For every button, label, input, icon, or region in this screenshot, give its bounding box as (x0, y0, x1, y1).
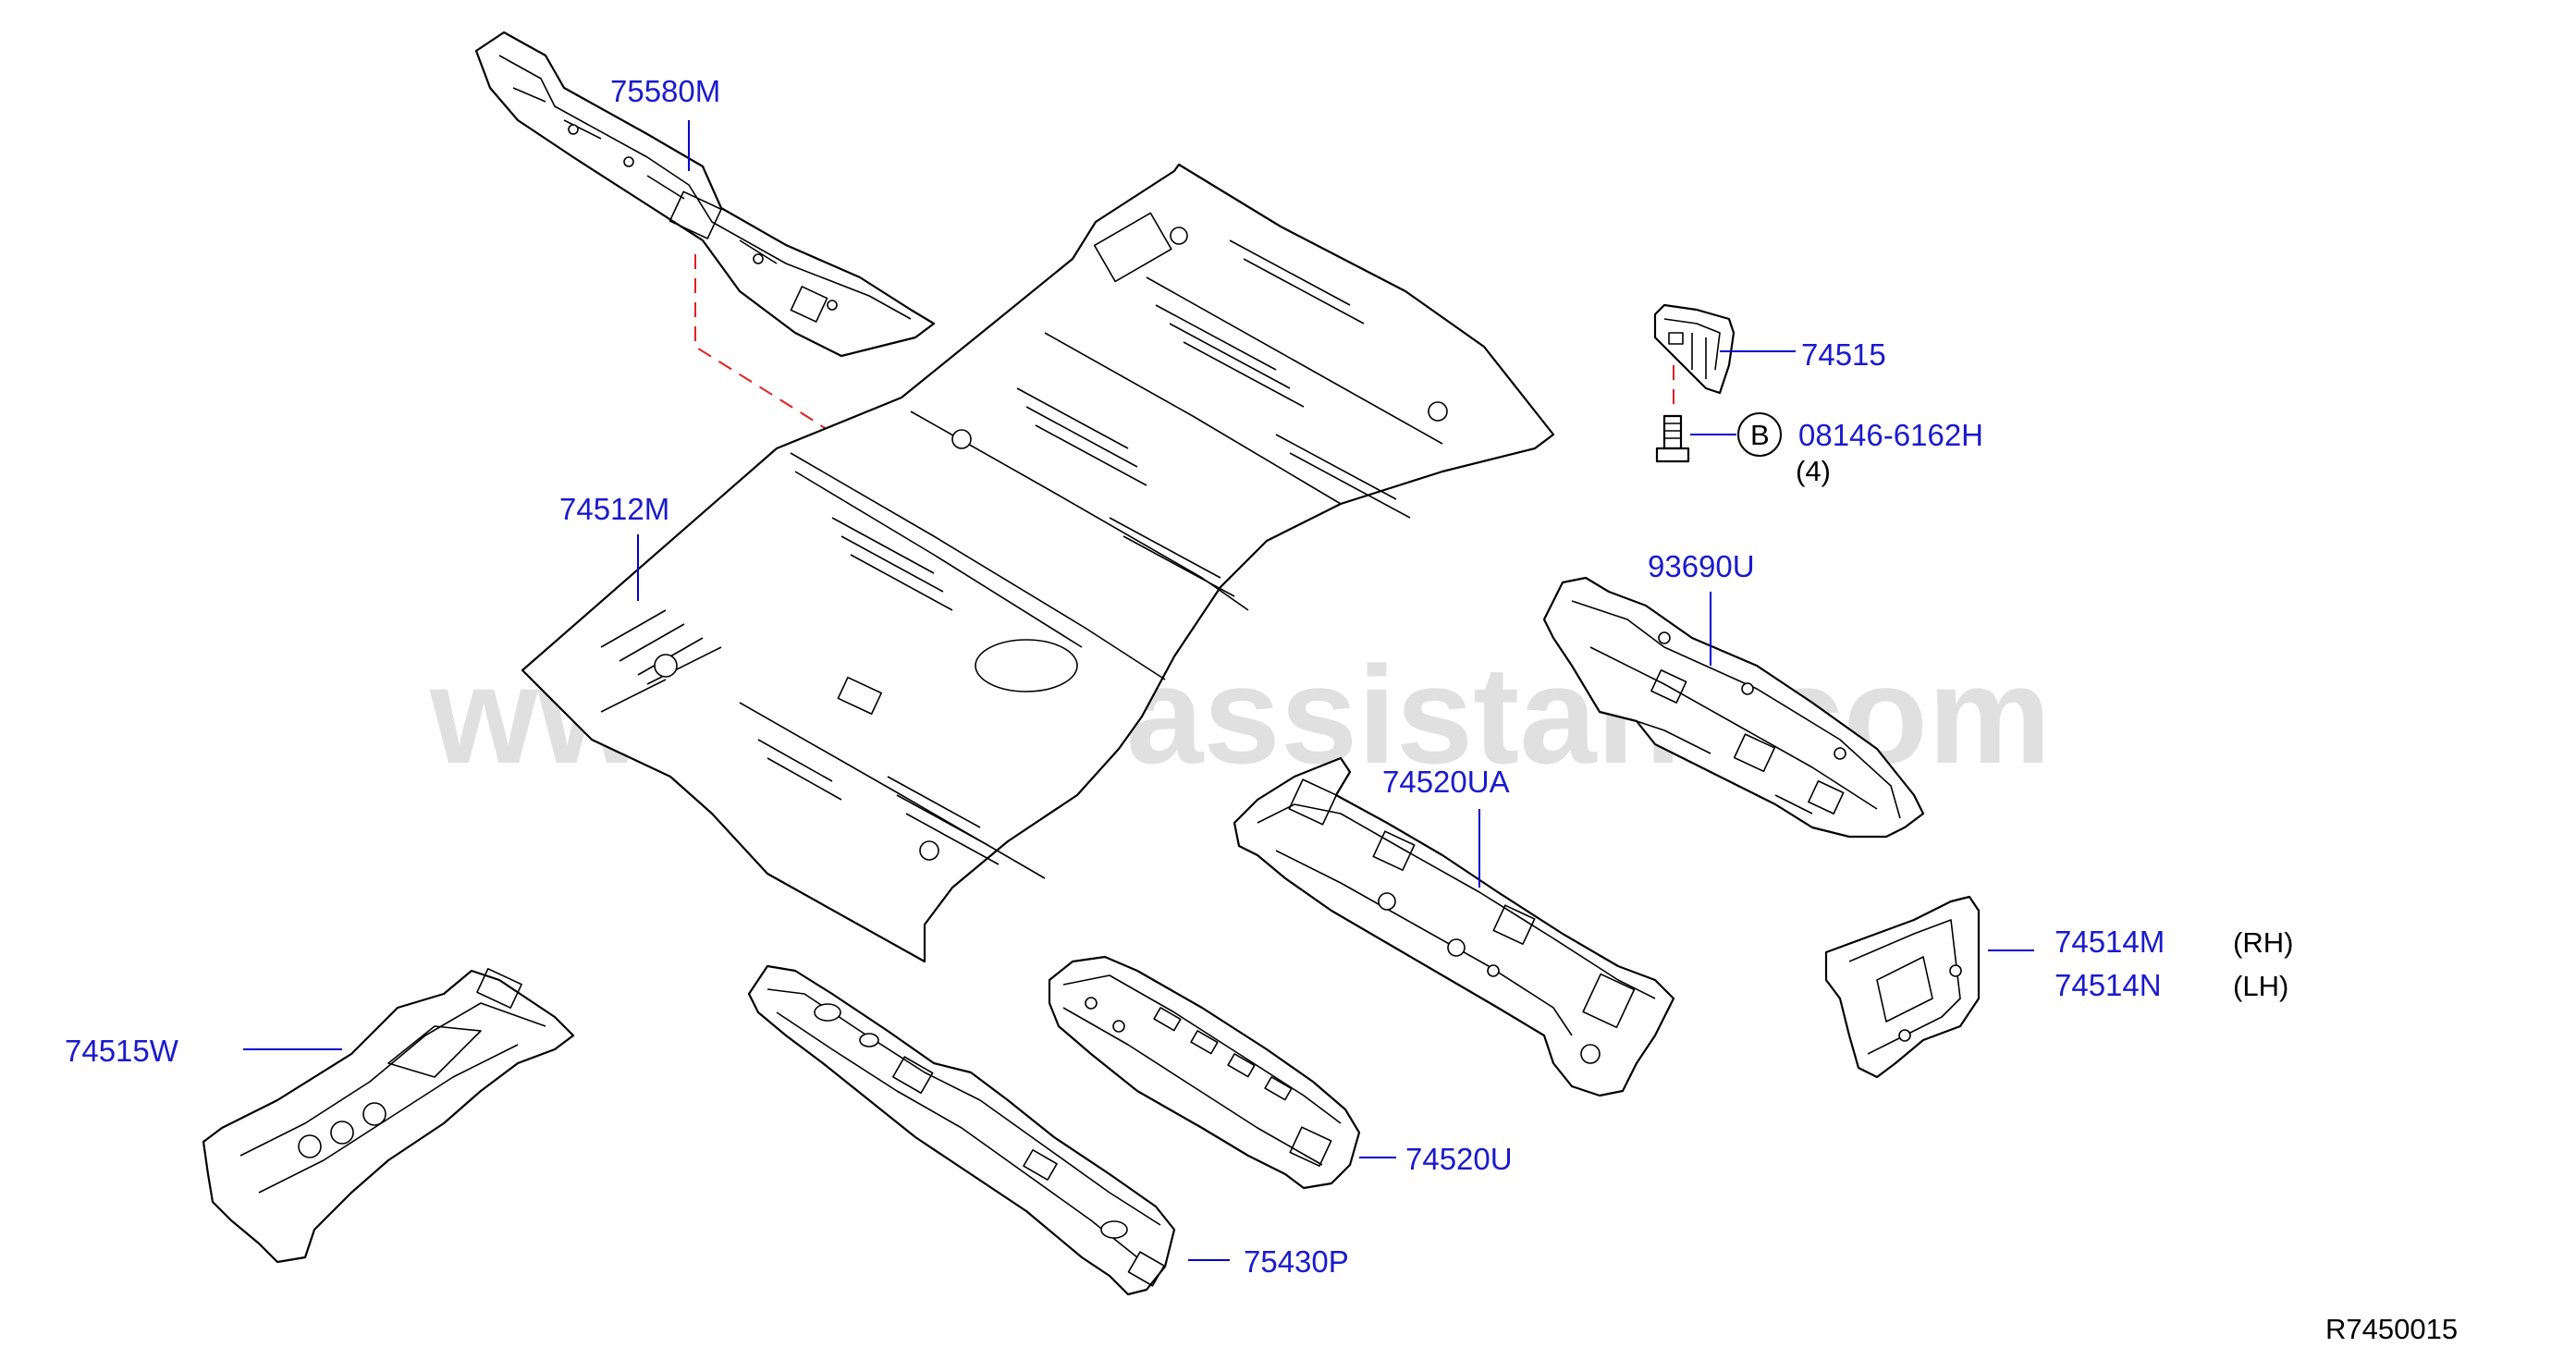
side-74514M: (RH) (2233, 926, 2293, 959)
callout-74515[interactable]: 74515 (1801, 337, 1886, 372)
part-75580M-drawing[interactable] (474, 31, 936, 358)
callout-74520UA[interactable]: 74520UA (1382, 765, 1510, 799)
part-74515W-drawing[interactable] (202, 968, 575, 1264)
part-75430P-drawing[interactable] (747, 964, 1176, 1296)
callout-74512M[interactable]: 74512M (559, 492, 669, 526)
part-74514-drawing[interactable] (1824, 895, 1981, 1079)
part-74512M-drawing[interactable] (521, 163, 1555, 963)
leader-lines (243, 120, 2034, 1261)
part-74515-drawing[interactable] (1653, 303, 1736, 395)
part-74520U-drawing[interactable] (1048, 955, 1361, 1190)
part-93690U-drawing[interactable] (1542, 576, 1925, 839)
circled-b-letter: B (1750, 419, 1770, 451)
callout-74514M[interactable]: 74514M (2055, 925, 2165, 959)
callout-75430P[interactable]: 75430P (1244, 1244, 1349, 1279)
side-74514N: (LH) (2233, 970, 2288, 1002)
callout-08146-6162H[interactable]: 08146-6162H (1798, 418, 1983, 452)
part-74520UA-drawing[interactable] (1233, 756, 1675, 1097)
bolt-08146-6162H-drawing[interactable] (1655, 414, 1690, 463)
circled-b-marker (1737, 412, 1782, 457)
callout-74514N[interactable]: 74514N (2055, 968, 2162, 1002)
callout-74520U[interactable]: 74520U (1405, 1142, 1513, 1176)
callout-75580M[interactable]: 75580M (610, 74, 720, 108)
diagram-code: R7450015 (2325, 1313, 2458, 1345)
callout-74515W[interactable]: 74515W (65, 1034, 179, 1068)
callout-93690U[interactable]: 93690U (1648, 549, 1755, 583)
quantity-08146-6162H: (4) (1796, 455, 1831, 487)
